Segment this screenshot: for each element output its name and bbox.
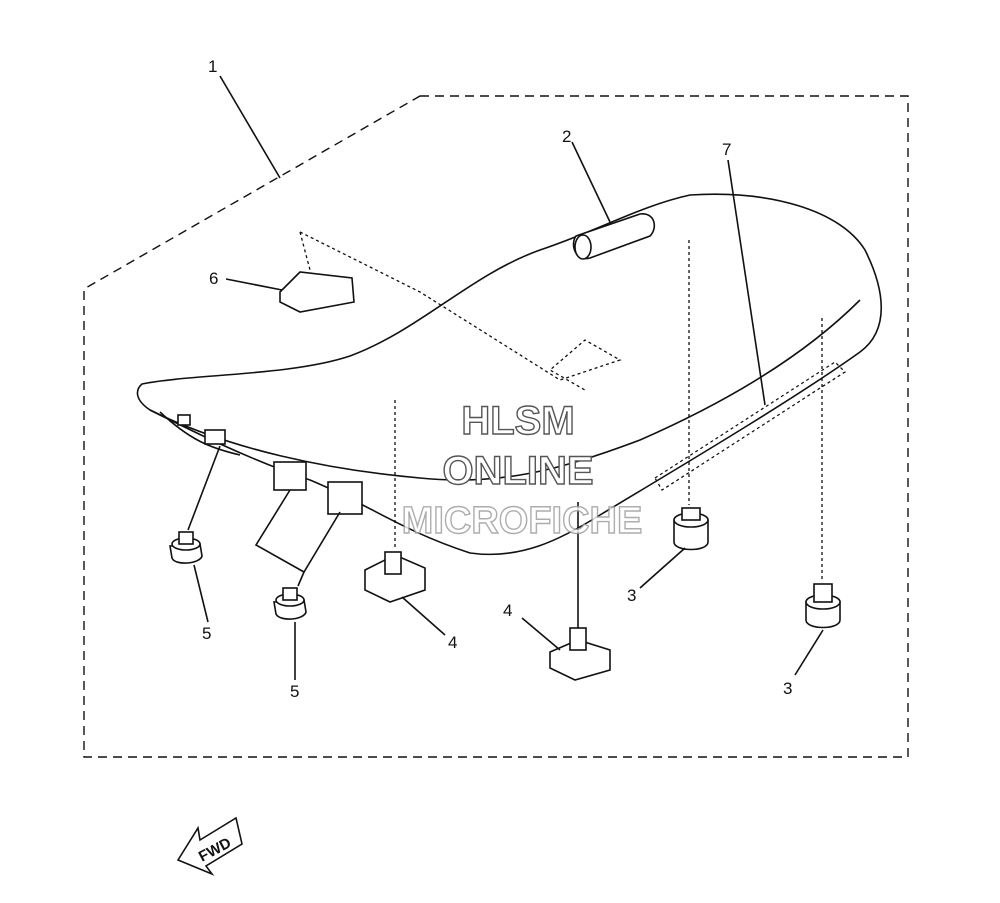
leader-1: [219, 75, 281, 179]
forward-arrow-icon: FWD: [176, 816, 243, 876]
emblem-guide: [299, 231, 622, 391]
guide-5a: [187, 445, 221, 531]
seat-strap-end: [574, 234, 592, 260]
callout-6: 6: [209, 269, 218, 288]
damper-b: [805, 583, 841, 629]
leader-2: [571, 141, 611, 223]
leader-6: [225, 278, 283, 291]
callout-4b: 4: [503, 601, 512, 620]
leader-5a: [193, 564, 209, 623]
callout-2: 2: [562, 127, 571, 146]
bracket-a: [364, 551, 426, 603]
watermark-line1: HLSM: [461, 399, 574, 443]
callout-4a: 4: [448, 633, 457, 652]
label-strip: [654, 361, 847, 491]
seat: [136, 193, 883, 556]
callout-7: 7: [722, 140, 731, 159]
leader-4a: [401, 596, 446, 636]
callout-1: 1: [208, 57, 217, 76]
damper-a: [673, 507, 709, 551]
seat-foot-d: [177, 414, 191, 426]
leader-3a: [639, 547, 686, 589]
guide-5b: [297, 571, 305, 587]
watermark-line2: ONLINE: [442, 449, 593, 493]
callout-5a: 5: [202, 624, 211, 643]
assembly-boundary: [83, 95, 909, 758]
seat-rim: [149, 299, 861, 481]
guide-5-shared: [254, 489, 341, 574]
seat-strap: [572, 213, 656, 260]
seat-foot-a: [273, 461, 307, 491]
seat-foot-c: [204, 429, 226, 445]
seat-lower-rim: [159, 411, 241, 456]
callout-5b: 5: [290, 682, 299, 701]
seat-foot-b: [327, 481, 363, 515]
leader-7: [727, 159, 766, 406]
grommet-b: [273, 587, 307, 620]
grommet-a: [169, 531, 203, 564]
callout-3a: 3: [627, 586, 636, 605]
watermark-line3: MICROFICHE: [402, 500, 643, 542]
emblem: [279, 271, 355, 313]
leader-3b: [794, 629, 824, 676]
callout-3b: 3: [783, 679, 792, 698]
leader-4b: [521, 617, 561, 651]
bracket-b: [549, 627, 611, 681]
